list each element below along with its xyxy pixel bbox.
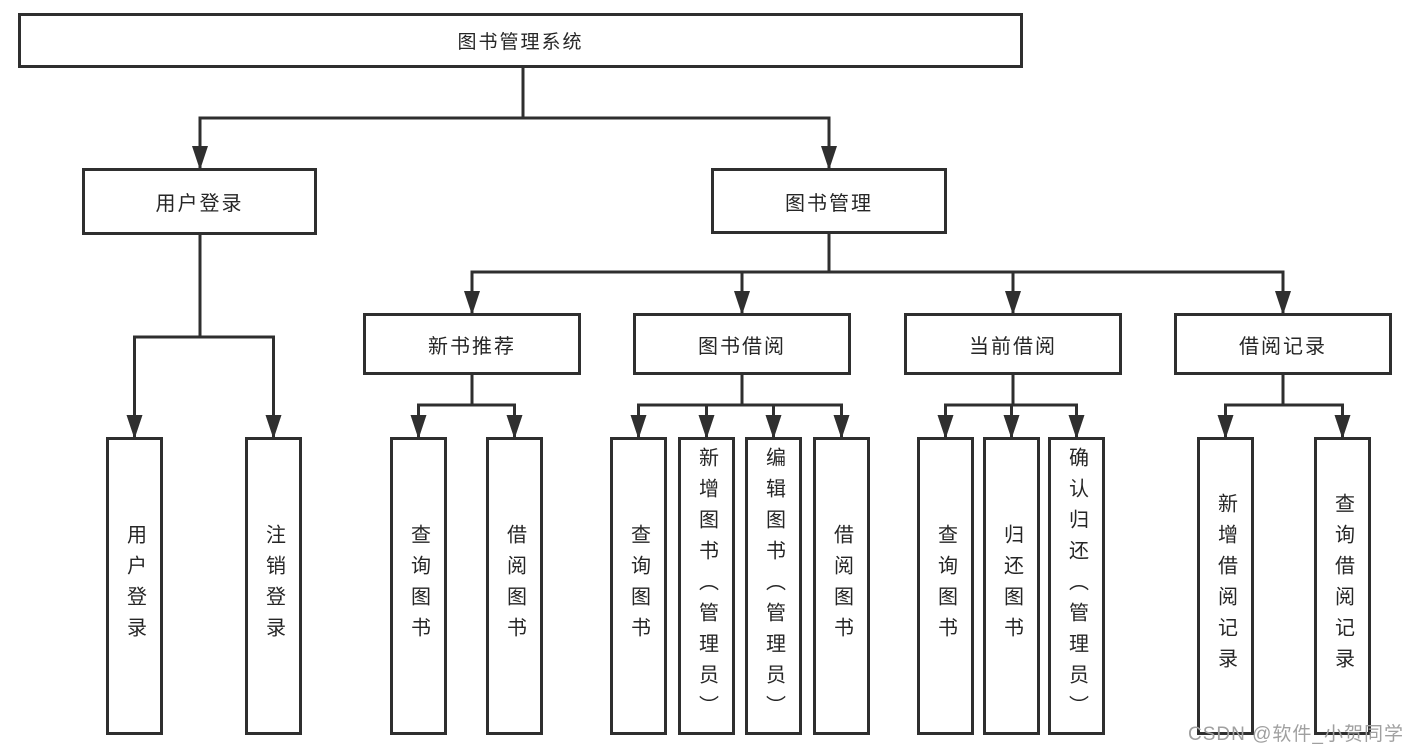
leaf-add-books-admin: 新增图书（管理员） [678,437,735,735]
node-book-borrow: 图书借阅 [633,313,851,375]
leaf-logout-login: 注销登录 [245,437,302,735]
leaf-edit-books-admin: 编辑图书（管理员） [745,437,802,735]
leaf-user-login: 用户登录 [106,437,163,735]
connector-new-book [417,375,516,437]
connector-root [198,68,831,168]
leaf-query-borrow-record: 查询借阅记录 [1314,437,1371,735]
leaf-query-books-recommend: 查询图书 [390,437,447,735]
leaf-query-books-borrow: 查询图书 [610,437,667,735]
leaf-query-books-current: 查询图书 [917,437,974,735]
arrowheads [126,146,1351,439]
node-library-management-system: 图书管理系统 [18,13,1023,68]
connector-book-borrow [637,375,843,437]
node-current-borrow: 当前借阅 [904,313,1122,375]
connector-book-management [470,234,1285,313]
node-book-management: 图书管理 [711,168,947,234]
leaf-borrow-books: 借阅图书 [813,437,870,735]
node-borrow-records: 借阅记录 [1174,313,1392,375]
leaf-confirm-return-admin: 确认归还（管理员） [1048,437,1105,735]
node-new-book-recommend: 新书推荐 [363,313,581,375]
csdn-watermark: CSDN @软件_小贺同学 [1188,724,1404,745]
connector-borrow-record [1224,375,1344,437]
leaf-return-books: 归还图书 [983,437,1040,735]
connector-user-login [133,235,275,437]
leaf-borrow-books-recommend: 借阅图书 [486,437,543,735]
node-user-login: 用户登录 [82,168,317,235]
leaf-add-borrow-record: 新增借阅记录 [1197,437,1254,735]
